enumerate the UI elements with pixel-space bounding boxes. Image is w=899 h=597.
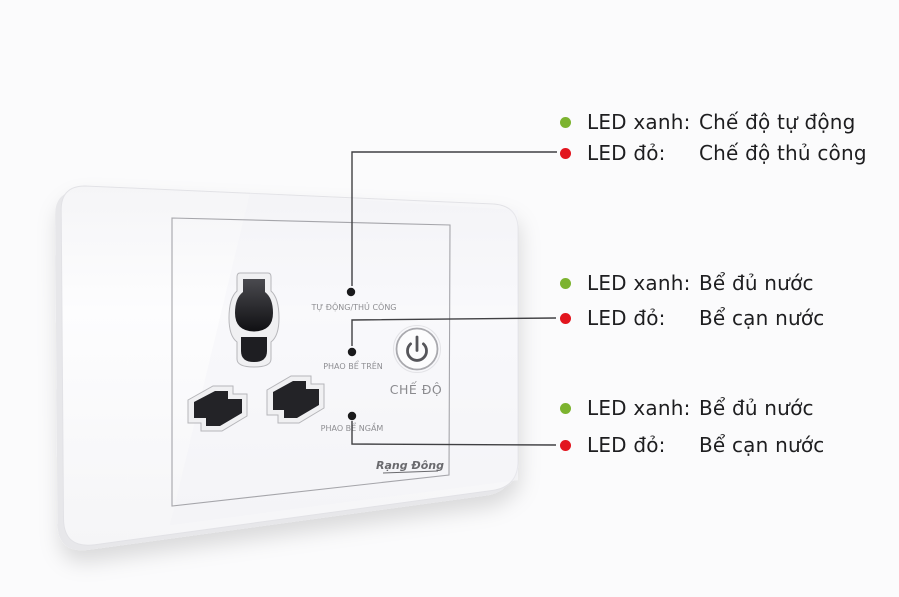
callout-desc: Bể đủ nước [699,396,814,420]
brand-logo: Rạng Đông [376,459,444,474]
brand-logo-underline [382,470,439,474]
socket-hole-top-round-pin [235,279,273,332]
socket-hole-top [228,272,280,368]
green-led-dot [560,116,571,128]
callout-row-ground-tank-red: LED đỏ: Bể cạn nước [560,431,824,459]
socket-hole-right-slot [273,381,319,418]
callout-label: LED xanh: [587,271,691,295]
callout-row-upper-tank-green: LED xanh: Bể đủ nước [560,269,814,297]
socket-hole-left-slot [194,391,242,426]
callout-label: LED đỏ: [587,306,666,330]
callout-row-mode-green: LED xanh: Chế độ tự động [560,108,856,136]
red-led-dot [560,439,571,451]
socket-hole-top-flat-pin [241,337,267,362]
callout-desc: Chế độ thủ công [699,141,867,165]
panel-led-upper-tank-float [347,347,357,357]
socket-hole-right [266,375,325,424]
callout-desc: Chế độ tự động [699,110,856,134]
mode-button: CHẾ ĐỘ [390,325,443,397]
power-icon [406,335,428,362]
callout-label: LED xanh: [587,396,691,420]
callout-label: LED đỏ: [587,433,666,457]
callout-row-ground-tank-green: LED xanh: Bể đủ nước [560,394,814,422]
callout-desc: Bể đủ nước [699,271,814,295]
mode-button-label: CHẾ ĐỘ [390,381,443,397]
callout-desc: Bể cạn nước [699,306,825,330]
panel-led-auto-manual [346,287,356,297]
panel-led-ground-tank-float [347,411,357,421]
green-led-dot [560,277,571,289]
callout-label: LED xanh: [587,110,691,134]
connector-line-auto-manual [351,151,557,286]
inner-panel-border [171,217,451,507]
panel-label-auto-manual: TỰ ĐỘNG/THỦ CÔNG [310,301,396,312]
socket-hole-left [187,385,248,432]
callout-label: LED đỏ: [587,141,666,165]
brand-logo-text: Rạng Đông [376,459,444,472]
panel-label-upper-tank-float: PHAO BỂ TRÊN [323,359,383,371]
red-led-dot [560,312,571,324]
connector-line-upper-tank [351,317,557,346]
callout-desc: Bể cạn nước [699,433,825,457]
callout-row-mode-red: LED đỏ: Chế độ thủ công [560,139,867,167]
green-led-dot [560,402,571,414]
mode-button-halo [393,325,441,373]
callout-row-upper-tank-red: LED đỏ: Bể cạn nước [560,304,824,332]
connector-line-ground-tank [351,421,557,446]
red-led-dot [560,147,571,159]
wall-plate [55,185,519,551]
